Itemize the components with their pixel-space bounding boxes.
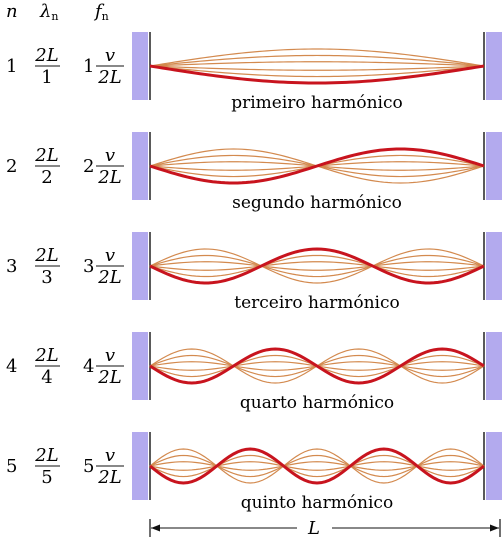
left-wall (132, 232, 148, 300)
string-envelope-wave (149, 261, 485, 271)
string-envelope-wave (149, 65, 485, 71)
wavelength-denominator: 1 (41, 67, 52, 88)
wavelength-denominator: 3 (41, 267, 52, 288)
harmonic-label: quinto harmónico (241, 493, 393, 513)
frequency-numerator: v (105, 45, 115, 66)
string-envelope-wave (149, 61, 485, 67)
header-lambda: λn (39, 1, 59, 23)
right-wall (486, 32, 502, 100)
right-wall (486, 332, 502, 400)
left-wall (132, 432, 148, 500)
frequency-numerator: v (105, 145, 115, 166)
harmonic-label: quarto harmónico (240, 393, 394, 413)
right-wall (486, 432, 502, 500)
wavelength-denominator: 4 (41, 367, 52, 388)
frequency-coefficient: 5 (83, 456, 94, 477)
frequency-denominator: 2L (97, 467, 121, 488)
string-envelope-wave (149, 254, 485, 278)
frequency-denominator: 2L (97, 267, 121, 288)
frequency-coefficient: 1 (83, 56, 94, 77)
string-envelope-wave (149, 261, 485, 271)
frequency-denominator: 2L (97, 367, 121, 388)
string-envelope-wave (149, 454, 485, 478)
standing-wave (149, 64, 485, 85)
wavelength-numerator: 2L (34, 445, 58, 466)
frequency-numerator: v (105, 345, 115, 366)
string-envelope-wave (149, 254, 485, 278)
right-wall (486, 232, 502, 300)
wavelength-numerator: 2L (34, 245, 58, 266)
right-wall (486, 132, 502, 200)
row-n: 4 (6, 356, 17, 377)
standing-wave (149, 447, 485, 485)
harmonic-label: primeiro harmónico (231, 93, 403, 113)
frequency-numerator: v (105, 245, 115, 266)
string-envelope-wave (149, 448, 485, 484)
frequency-coefficient: 3 (83, 256, 94, 277)
string-envelope-wave (149, 454, 485, 478)
standing-wave (149, 347, 485, 385)
left-wall (132, 32, 148, 100)
wavelength-denominator: 5 (41, 467, 52, 488)
length-label: L (307, 518, 320, 537)
frequency-denominator: 2L (97, 167, 121, 188)
length-arrowhead-left (151, 524, 160, 532)
harmonic-label: segundo harmónico (232, 193, 402, 213)
wavelength-denominator: 2 (41, 167, 52, 188)
standing-wave (149, 147, 485, 185)
frequency-coefficient: 2 (83, 156, 94, 177)
left-wall (132, 132, 148, 200)
string-envelope-wave (149, 461, 485, 471)
string-envelope-wave (149, 48, 485, 67)
length-arrowhead-right (490, 524, 499, 532)
frequency-coefficient: 4 (83, 356, 94, 377)
string-envelope-wave (149, 65, 485, 78)
frequency-denominator: 2L (97, 67, 121, 88)
row-n: 2 (6, 156, 17, 177)
wavelength-numerator: 2L (34, 145, 58, 166)
string-envelope-wave (149, 248, 485, 284)
string-envelope-wave (149, 54, 485, 67)
row-n: 5 (6, 456, 17, 477)
row-n: 3 (6, 256, 17, 277)
header-frequency: fn (93, 1, 109, 23)
row-n: 1 (6, 56, 17, 77)
wavelength-numerator: 2L (34, 345, 58, 366)
wavelength-numerator: 2L (34, 45, 58, 66)
harmonic-label: terceiro harmónico (234, 293, 400, 313)
left-wall (132, 332, 148, 400)
string-envelope-wave (149, 461, 485, 471)
header-n: n (6, 1, 18, 22)
length-dimension: L (149, 518, 501, 537)
standing-wave (149, 247, 485, 285)
frequency-numerator: v (105, 445, 115, 466)
